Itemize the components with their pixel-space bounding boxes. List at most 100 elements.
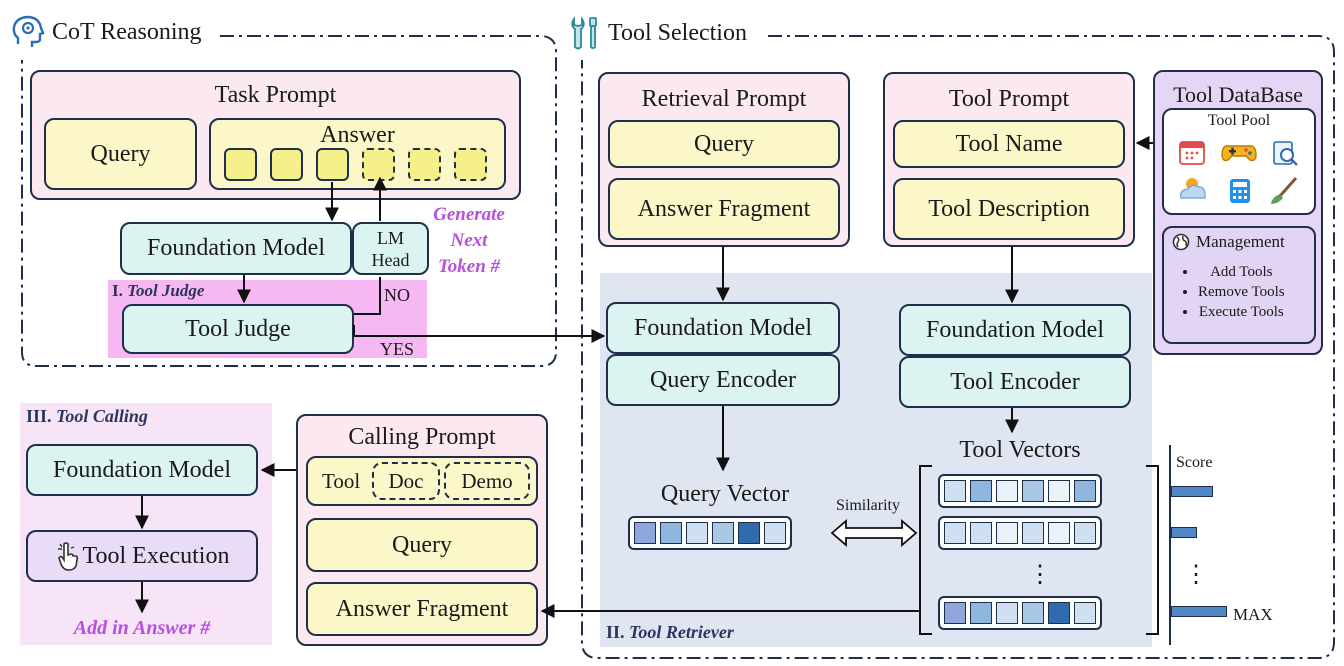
calling-query-box: Query	[306, 518, 538, 572]
tool-vectors-ellipsis: ⋮	[1028, 562, 1052, 588]
score-ellipsis: ⋮	[1184, 562, 1208, 588]
retriever-foundation-model: Foundation Model	[606, 302, 840, 354]
vector-cell	[970, 522, 992, 544]
calling-doc-box: Doc	[372, 462, 440, 500]
tool-execution-box: Tool Execution	[26, 530, 258, 582]
calling-answer-fragment-box: Answer Fragment	[306, 582, 538, 636]
tool-judge-box: Tool Judge	[122, 304, 354, 354]
query-label: Query	[90, 140, 151, 167]
tool-name-label: Tool Name	[955, 130, 1063, 157]
retrieval-prompt-title: Retrieval Prompt	[641, 86, 807, 112]
tool-vector	[938, 516, 1102, 550]
tool-description-label: Tool Description	[928, 195, 1090, 222]
tool-vector	[938, 474, 1102, 508]
tool-prompt-title: Tool Prompt	[948, 86, 1070, 112]
score-bar	[1171, 527, 1197, 538]
retrieval-answer-fragment-label: Answer Fragment	[637, 195, 811, 222]
calling-demo-box: Demo	[444, 462, 530, 500]
tool-selection-title: Tool Selection	[562, 14, 753, 52]
tool-encoder-label: Tool Encoder	[950, 368, 1080, 395]
tool-description-box: Tool Description	[893, 178, 1125, 240]
answer-token	[316, 148, 349, 181]
tool-vectors-title: Tool Vectors	[959, 437, 1081, 463]
vector-cell	[1022, 480, 1044, 502]
vector-cell	[970, 480, 992, 502]
tool-pool-title: Tool Pool	[1207, 112, 1271, 129]
pending-token	[362, 148, 395, 181]
vector-cell	[996, 480, 1018, 502]
tool-execution-label: Tool Execution	[82, 542, 230, 569]
score-axis	[1169, 445, 1171, 645]
calling-answer-fragment-label: Answer Fragment	[335, 595, 509, 622]
tool-calling-stage-label: III. Tool Calling	[26, 406, 148, 427]
management-box: Management Add Tools Remove Tools Execut…	[1162, 226, 1316, 344]
vector-cell	[944, 522, 966, 544]
answer-token	[224, 148, 257, 181]
yes-label: YES	[380, 339, 415, 359]
cot-reasoning-title: CoT Reasoning	[4, 14, 208, 50]
generate-next-token-text: Generate Next Token #	[433, 204, 505, 277]
tool-retriever-stage-label: II. Tool Retriever	[606, 622, 734, 643]
query-vector	[628, 516, 792, 550]
add-in-answer-note: Add in Answer #	[73, 617, 211, 639]
lm-head-label: LM Head	[371, 227, 410, 270]
tool-calling-region	[20, 403, 272, 645]
vector-cell	[686, 522, 708, 544]
calling-query-label: Query	[392, 531, 452, 558]
similarity-label: Similarity	[836, 497, 900, 515]
calling-foundation-model: Foundation Model	[26, 444, 258, 496]
max-label: MAX	[1233, 605, 1273, 624]
tool-judge-stage-num: I.	[112, 281, 123, 300]
vector-cell	[634, 522, 656, 544]
tool-foundation-model-label: Foundation Model	[926, 316, 1104, 343]
cot-reasoning-label: CoT Reasoning	[52, 18, 202, 45]
hand-pointer-icon	[57, 542, 78, 571]
calling-demo-label: Demo	[461, 468, 513, 493]
lm-head-box: LM Head	[352, 222, 429, 275]
tool-foundation-model: Foundation Model	[899, 304, 1131, 356]
cot-foundation-model-label: Foundation Model	[147, 235, 325, 261]
query-vector-title: Query Vector	[660, 481, 790, 507]
vector-cell	[660, 522, 682, 544]
tool-vector	[938, 596, 1102, 630]
generate-next-token-note: Generate Next Token #	[424, 202, 514, 280]
vector-cell	[1074, 480, 1096, 502]
retrieval-query-label: Query	[694, 130, 754, 157]
remove-tools-item: Remove Tools	[1198, 282, 1285, 302]
tool-judge-stage-label: I. Tool Judge	[112, 281, 204, 301]
vector-cell	[738, 522, 760, 544]
score-bar-max	[1171, 606, 1227, 617]
query-box: Query	[44, 118, 197, 190]
management-header: Management	[1172, 232, 1285, 252]
wrench-screwdriver-icon	[571, 16, 597, 50]
query-encoder-label: Query Encoder	[650, 366, 796, 393]
answer-token	[270, 148, 303, 181]
tool-encoder-box: Tool Encoder	[899, 356, 1131, 408]
vector-cell	[1048, 522, 1070, 544]
no-label: NO	[384, 285, 410, 305]
management-actions: Add Tools Remove Tools Execute Tools	[1172, 262, 1285, 322]
retrieval-query-box: Query	[608, 120, 840, 168]
vector-cell	[1048, 480, 1070, 502]
tool-judge-label: Tool Judge	[185, 315, 291, 342]
tool-selection-label: Tool Selection	[608, 19, 747, 46]
retrieval-answer-fragment-box: Answer Fragment	[608, 178, 840, 240]
vector-cell	[970, 602, 992, 624]
tool-judge-stage-text: Tool Judge	[127, 281, 205, 300]
tool-retriever-stage-text: Tool Retriever	[629, 622, 734, 642]
pending-token	[454, 148, 487, 181]
vector-cell	[1074, 602, 1096, 624]
tool-calling-stage-text: Tool Calling	[56, 406, 148, 426]
vector-cell	[996, 602, 1018, 624]
query-encoder-box: Query Encoder	[606, 354, 840, 406]
retriever-foundation-model-label: Foundation Model	[634, 314, 812, 341]
tool-database-title: Tool DataBase	[1173, 82, 1303, 107]
calling-tool-label: Tool	[322, 468, 361, 493]
head-gear-icon	[12, 15, 45, 47]
vector-cell	[1022, 522, 1044, 544]
score-bar	[1171, 486, 1213, 497]
cot-foundation-model: Foundation Model	[120, 222, 352, 275]
vector-cell	[944, 480, 966, 502]
answer-label: Answer	[320, 122, 395, 148]
tool-retriever-stage-num: II.	[606, 622, 625, 642]
